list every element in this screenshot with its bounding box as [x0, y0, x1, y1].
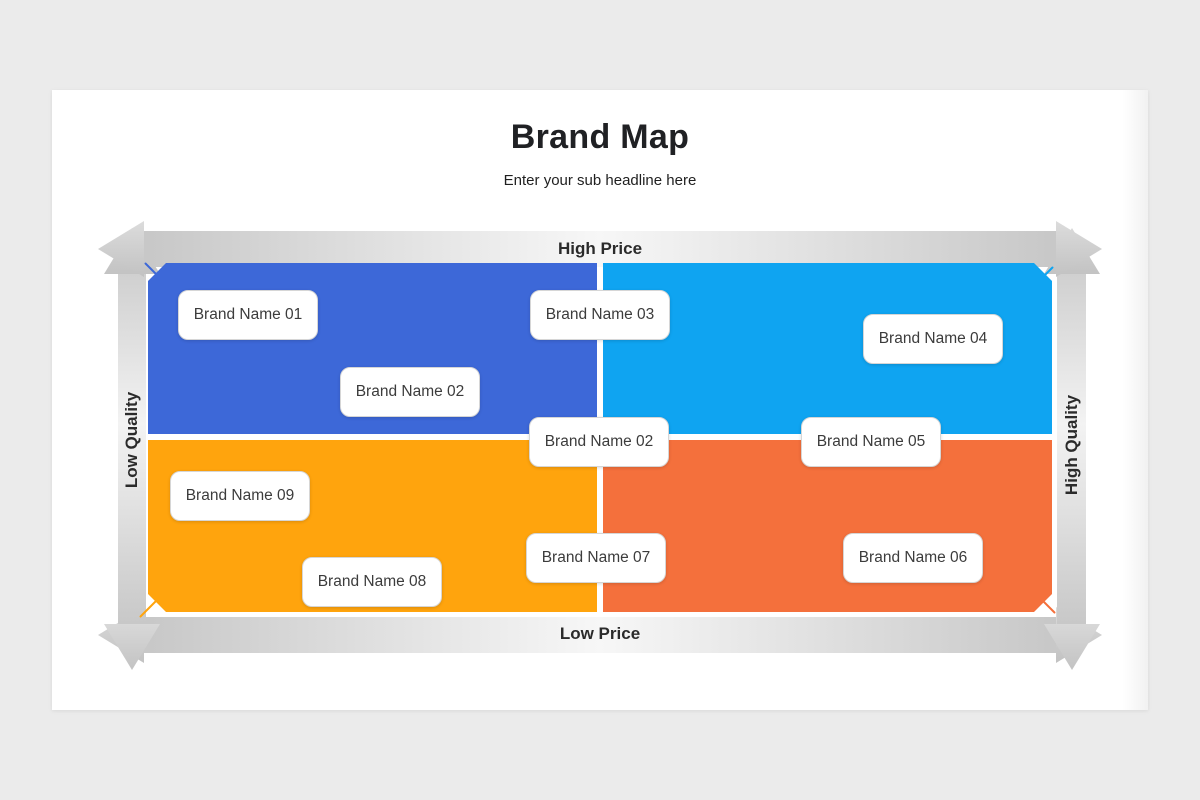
- slide-title: Brand Map: [510, 118, 690, 156]
- axis-label-low-price: Low Price: [559, 624, 641, 643]
- axis-label-high-price: High Price: [557, 239, 643, 258]
- brand-pill-03: Brand Name 03: [530, 290, 670, 340]
- axis-label-high-quality: High Quality: [1062, 394, 1081, 496]
- axis-label-low-quality: Low Quality: [122, 391, 141, 489]
- brand-pill-09: Brand Name 09: [170, 471, 310, 521]
- brand-pill-01: Brand Name 01: [178, 290, 318, 340]
- top-axis-band: [140, 231, 1060, 267]
- brand-pill-04: Brand Name 04: [863, 314, 1003, 364]
- left-axis-band: [118, 240, 146, 624]
- brand-pill-02-center: Brand Name 02: [529, 417, 669, 467]
- slide-subtitle: Enter your sub headline here: [503, 172, 697, 189]
- brand-pill-02: Brand Name 02: [340, 367, 480, 417]
- right-axis-band: [1057, 240, 1086, 624]
- slide-canvas: Brand Map Enter your sub headline here H…: [52, 90, 1148, 710]
- brand-pill-06: Brand Name 06: [843, 533, 983, 583]
- brand-pill-07: Brand Name 07: [526, 533, 666, 583]
- quadrant-bottom-right: [603, 440, 1052, 612]
- brand-pill-08: Brand Name 08: [302, 557, 442, 607]
- brand-pill-05: Brand Name 05: [801, 417, 941, 467]
- bottom-axis-band: [140, 617, 1060, 653]
